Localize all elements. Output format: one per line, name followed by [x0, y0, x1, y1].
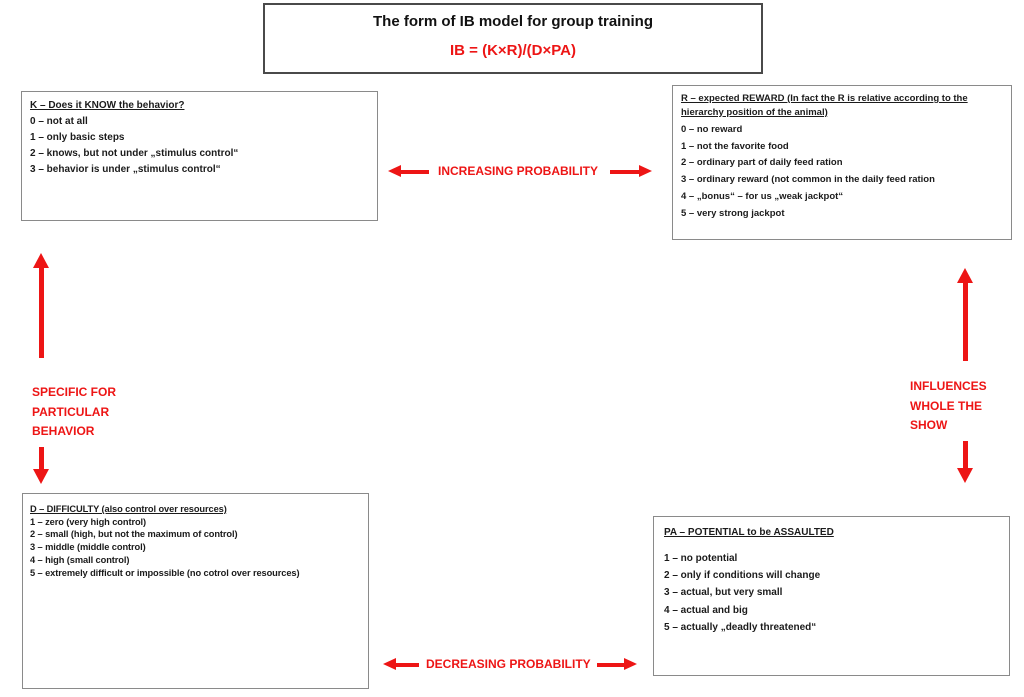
arrow-shaft	[38, 266, 44, 358]
arrow-head	[624, 658, 637, 670]
d-box-item: 5 – extremely difficult or impossible (n…	[30, 567, 300, 578]
right-down-arrow-icon	[957, 441, 973, 483]
specific-behavior-label: SPECIFIC FOR PARTICULAR BEHAVIOR	[32, 383, 116, 442]
pa-assaulted-box: PA – POTENTIAL to be ASSAULTED 1 – no po…	[653, 516, 1010, 676]
k-box-item: 0 – not at all	[30, 116, 88, 127]
arrow-head	[639, 165, 652, 177]
r-box-item: 2 – ordinary part of daily feed ration	[681, 157, 843, 169]
arrow-shaft	[38, 447, 44, 471]
arrow-shaft	[610, 169, 641, 174]
pa-box-item: 2 – only if conditions will change	[664, 570, 821, 582]
d-box-item: 3 – middle (middle control)	[30, 542, 146, 553]
k-knowledge-box: K – Does it KNOW the behavior? 0 – not a…	[21, 91, 378, 221]
decreasing-probability-label: DECREASING PROBABILITY	[426, 657, 591, 671]
pa-box-heading: PA – POTENTIAL to be ASSAULTED	[664, 527, 834, 538]
d-difficulty-box: D – DIFFICULTY (also control over resour…	[22, 493, 369, 689]
d-box-item: 4 – high (small control)	[30, 554, 130, 565]
arrow-head	[33, 253, 49, 268]
arrow-shaft	[962, 281, 968, 361]
r-reward-box: R – expected REWARD (In fact the R is re…	[672, 85, 1012, 240]
influences-show-label-line: SHOW	[910, 418, 948, 432]
right-up-arrow-icon	[957, 268, 973, 361]
influences-show-label-line: INFLUENCES	[910, 379, 987, 393]
ib-formula: IB = (K×R)/(D×PA)	[450, 42, 576, 59]
title-box: The form of IB model for group training …	[263, 3, 763, 74]
diagram-title: The form of IB model for group training	[373, 13, 653, 30]
influences-show-label: INFLUENCES WHOLE THE SHOW	[910, 377, 987, 436]
decreasing-left-arrow-icon	[383, 658, 419, 671]
increasing-left-arrow-icon	[388, 165, 429, 178]
pa-box-item: 1 – no potential	[664, 553, 738, 564]
r-box-item: 3 – ordinary reward (not common in the d…	[681, 174, 935, 186]
arrow-shaft	[962, 441, 968, 470]
increasing-probability-label: INCREASING PROBABILITY	[438, 164, 599, 178]
specific-behavior-label-line: SPECIFIC FOR	[32, 385, 117, 399]
r-box-heading: R – expected REWARD (In fact the R is re…	[681, 93, 968, 118]
arrow-head	[957, 468, 973, 483]
specific-behavior-label-line: PARTICULAR	[32, 404, 110, 419]
arrow-shaft	[597, 662, 626, 667]
left-up-arrow-icon	[33, 253, 49, 358]
k-box-heading: K – Does it KNOW the behavior?	[30, 100, 185, 111]
left-down-arrow-icon	[33, 447, 49, 484]
arrow-head	[383, 658, 396, 670]
d-box-item: 2 – small (high, but not the maximum of …	[30, 529, 238, 540]
d-box-heading: D – DIFFICULTY (also control over resour…	[30, 504, 227, 514]
d-box-item: 1 – zero (very high control)	[30, 516, 147, 527]
arrow-head	[957, 268, 973, 283]
influences-show-label-line: WHOLE THE	[910, 398, 982, 413]
pa-box-item: 5 – actually „deadly threatened“	[664, 621, 817, 633]
r-box-item: 5 – very strong jackpot	[681, 207, 785, 219]
specific-behavior-label-line: BEHAVIOR	[32, 424, 95, 438]
r-box-item: 4 – „bonus“ – for us „weak jackpot“	[681, 190, 844, 202]
decreasing-right-arrow-icon	[597, 658, 637, 671]
pa-box-item: 3 – actual, but very small	[664, 587, 783, 599]
arrow-shaft	[394, 662, 419, 667]
k-box-item: 2 – knows, but not under „stimulus contr…	[30, 148, 239, 159]
k-box-item: 1 – only basic steps	[30, 132, 125, 143]
arrow-head	[388, 165, 401, 177]
arrow-shaft	[399, 169, 429, 174]
r-box-item: 1 – not the favorite food	[681, 140, 789, 152]
arrow-head	[33, 469, 49, 484]
k-box-item: 3 – behavior is under „stimulus control“	[30, 164, 221, 175]
increasing-right-arrow-icon	[610, 165, 652, 178]
r-box-item: 0 – no reward	[681, 123, 743, 135]
pa-box-item: 4 – actual and big	[664, 604, 748, 616]
